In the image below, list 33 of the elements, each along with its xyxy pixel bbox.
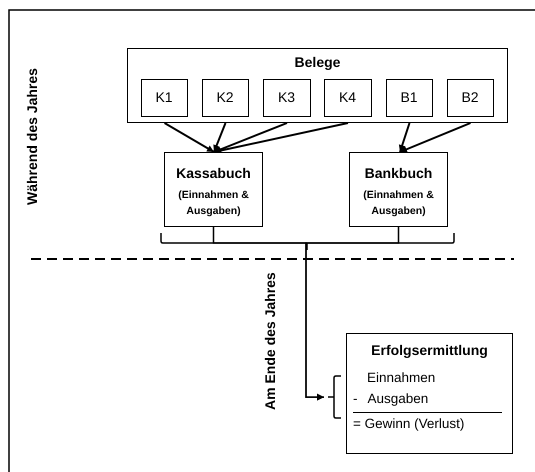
arrow <box>398 122 410 152</box>
ledger-title: Bankbuch <box>364 165 434 181</box>
arrow <box>305 227 400 401</box>
document-box <box>446 78 494 116</box>
ledger-title: Kassabuch <box>175 165 252 181</box>
document-label: K3 <box>276 88 296 104</box>
phase-label: Am Ende des Jahres <box>262 272 278 410</box>
arrow <box>213 122 226 152</box>
phase-label: Während des Jahres <box>24 68 40 205</box>
formula-line: = Gewinn (Verlust) <box>353 416 464 431</box>
result-box <box>346 333 513 454</box>
ledger-note: (Einnahmen & Ausgaben) <box>362 188 435 219</box>
document-box <box>386 78 432 116</box>
ledger-box <box>164 152 263 227</box>
result-heading: Erfolgsermittlung <box>370 342 489 358</box>
ledger-box <box>349 152 448 227</box>
document-label: B2 <box>460 88 480 104</box>
ledger-note: (Einnahmen & Ausgaben) <box>177 188 250 219</box>
arrow <box>400 122 471 153</box>
document-label: K1 <box>154 88 174 104</box>
document-box <box>324 78 372 116</box>
document-label: K4 <box>338 88 358 104</box>
document-box <box>202 78 248 116</box>
document-box <box>140 78 188 116</box>
group-box <box>127 48 508 123</box>
arrow <box>214 122 288 153</box>
document-box <box>262 78 310 116</box>
formula-line: - Ausgaben <box>353 391 428 406</box>
formula-line: Einnahmen <box>367 370 436 385</box>
arrow <box>164 122 214 153</box>
document-label: B1 <box>399 88 419 104</box>
group-heading: Belege <box>294 54 342 70</box>
document-label: K2 <box>215 88 235 104</box>
